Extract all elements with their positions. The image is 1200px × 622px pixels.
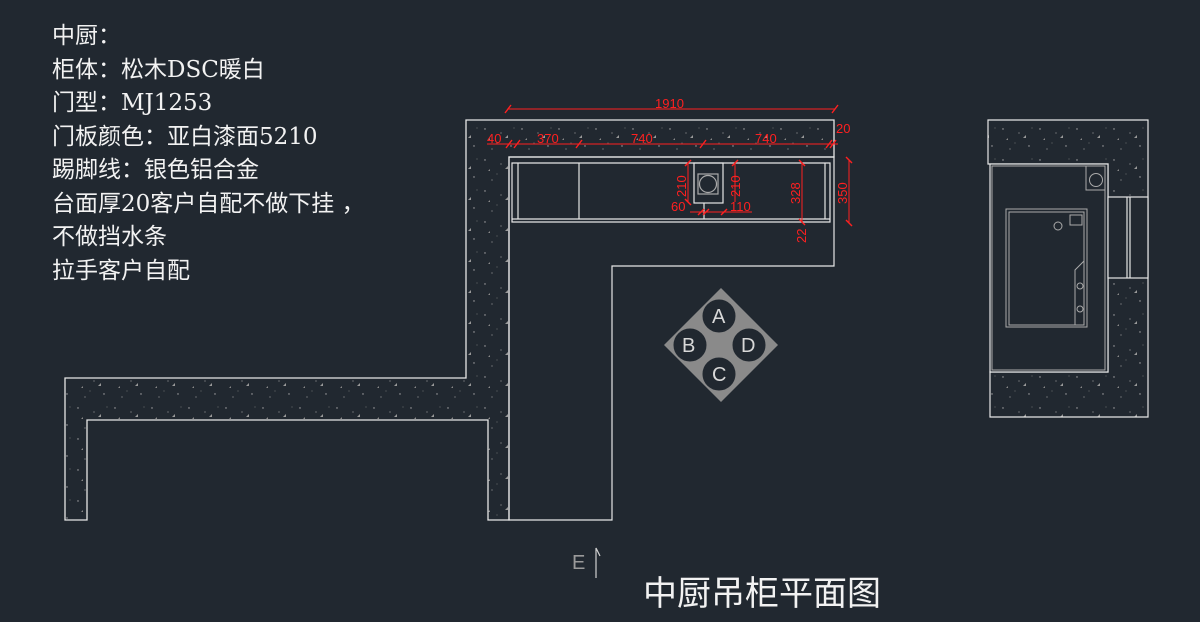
- north-arrow-icon: [595, 547, 601, 578]
- dim-offset-left: 60: [671, 199, 685, 214]
- dim-depth: 328: [788, 182, 803, 204]
- note-line: 门板颜色：亚白漆面5210: [52, 123, 318, 150]
- compass-c: C: [712, 364, 726, 386]
- note-line: 拉手客户自配: [52, 257, 190, 284]
- dim-seg1: 40: [487, 131, 501, 146]
- note-line: 中厨：: [52, 23, 121, 49]
- dim-end: 20: [836, 121, 850, 136]
- north-label: E: [572, 552, 586, 574]
- view-compass: A B C D: [664, 288, 778, 402]
- dim-seg3: 740: [631, 131, 653, 146]
- drawing-title: 中厨吊柜平面图: [643, 574, 881, 614]
- dim-offset-right: 110: [730, 199, 751, 214]
- dim-depth-total: 350: [835, 182, 850, 204]
- spec-notes: 中厨： 柜体：松木DSC暖白 门型：MJ1253 门板颜色：亚白漆面5210 踢…: [52, 20, 365, 288]
- note-line: 不做挡水条: [52, 224, 167, 250]
- note-line: 踢脚线：银色铝合金: [52, 157, 259, 183]
- dim-seg2: 370: [537, 131, 559, 146]
- dim-sink-left: 210: [674, 175, 689, 197]
- dimensions: [487, 104, 853, 227]
- dim-sink-right: 210: [728, 175, 743, 197]
- side-plan: [987, 119, 1149, 418]
- compass-a: A: [712, 306, 726, 328]
- compass-d: D: [741, 335, 755, 357]
- note-line: 台面厚20客户自配不做下挂 ，: [52, 190, 365, 217]
- dim-seg4: 740: [755, 131, 777, 146]
- dim-kick: 22: [794, 229, 809, 243]
- compass-b: B: [682, 335, 695, 357]
- wall-cabinets: [508, 156, 835, 521]
- note-line: 柜体：松木DSC暖白: [52, 56, 265, 83]
- dim-total: 1910: [655, 96, 684, 111]
- note-line: 门型：MJ1253: [52, 90, 213, 116]
